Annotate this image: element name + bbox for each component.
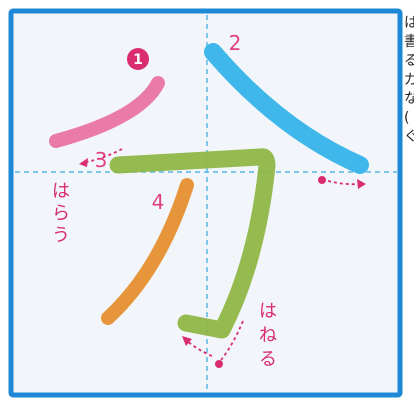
order-badge-1-number: 1: [133, 52, 143, 68]
side-text-char: (: [404, 109, 414, 128]
side-text-char: ぐ: [404, 128, 414, 147]
order-label-4: 4: [152, 190, 165, 214]
harau-char-1: ら: [52, 203, 70, 224]
side-text-char: 書: [404, 33, 414, 52]
side-text-char: る: [404, 52, 414, 71]
harau-char-2: う: [52, 225, 70, 246]
order-label-3: 3: [95, 148, 108, 172]
haneru-char-2: る: [259, 349, 277, 370]
order-label-2: 2: [229, 31, 242, 55]
side-text-char: な: [404, 90, 414, 109]
harau-char-0: は: [52, 181, 70, 202]
side-text-char: ガ: [404, 71, 414, 90]
stroke-2-start-dot: [318, 176, 326, 184]
haneru-label: は ね る: [259, 301, 277, 370]
side-text-column: は書るガな(ぐ: [404, 14, 414, 147]
haneru-char-0: は: [259, 301, 277, 322]
haneru-start-dot: [215, 360, 223, 368]
haneru-char-1: ね: [259, 325, 277, 346]
side-text-char: は: [404, 14, 414, 33]
harau-label: は ら う: [52, 181, 70, 246]
